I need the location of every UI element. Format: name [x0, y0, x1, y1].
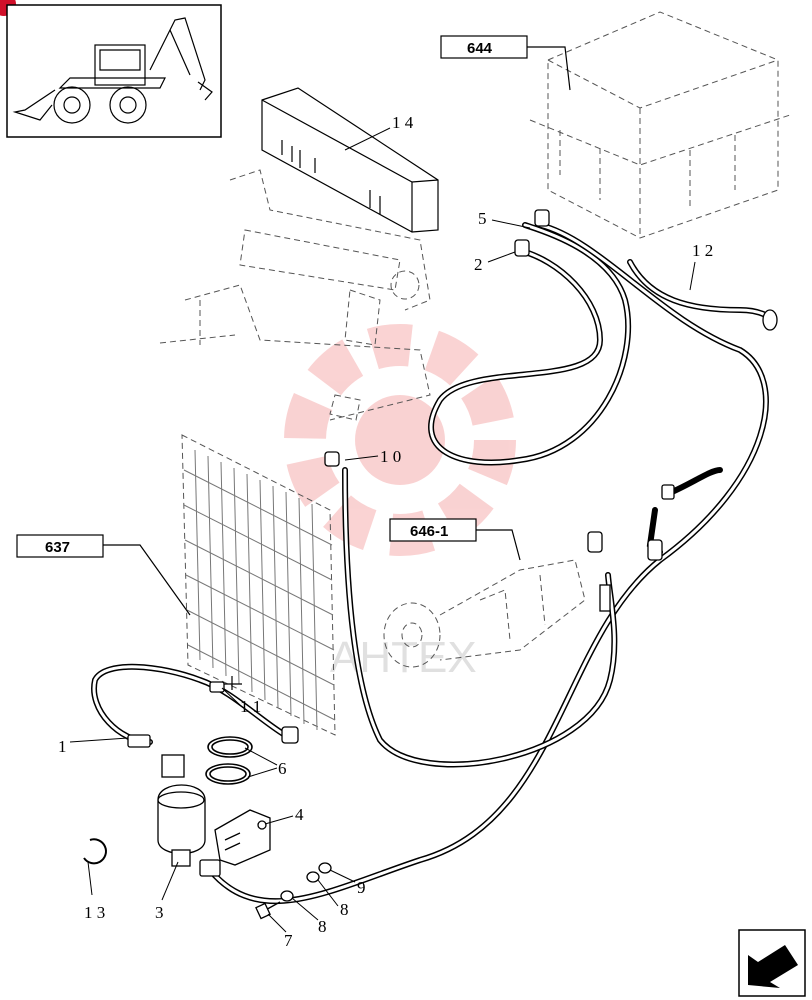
- hose-clamps-part: [205, 736, 253, 785]
- compressor-part: [383, 559, 586, 668]
- reference-label: 646-1: [410, 523, 448, 540]
- callout-8a: 8: [340, 900, 349, 919]
- callout-6: 6: [278, 759, 287, 778]
- condenser-part: [181, 434, 336, 736]
- snap-ring-part: [83, 838, 107, 865]
- callout-7: 7: [284, 931, 293, 950]
- callout-1: 1: [58, 737, 67, 756]
- callout-8b: 8: [318, 917, 327, 936]
- callout-13: 1 3: [84, 903, 105, 922]
- reference-box-637[interactable]: 637: [16, 534, 191, 616]
- watermark-gear-icon: [284, 324, 516, 556]
- reference-label: 637: [45, 539, 70, 556]
- callout-2: 2: [474, 255, 483, 274]
- callout-11: 1 1: [240, 697, 261, 716]
- reference-box-646-1[interactable]: 646-1: [389, 518, 521, 561]
- next-page-arrow-icon[interactable]: [738, 929, 806, 997]
- backhoe-loader-icon: [12, 17, 213, 124]
- machine-thumbnail: [6, 4, 222, 138]
- callout-4: 4: [295, 805, 304, 824]
- bracket-part: [214, 809, 271, 866]
- callout-12: 1 2: [692, 241, 713, 260]
- hose-fittings: [127, 209, 778, 877]
- cab-box-outline: [529, 11, 791, 239]
- foam-block-part: [261, 87, 439, 233]
- callout-9: 9: [357, 878, 366, 897]
- frame-outline: [159, 169, 431, 421]
- callout-5: 5: [478, 209, 487, 228]
- reference-label: 644: [467, 40, 493, 57]
- callout-10: 1 0: [380, 447, 401, 466]
- callout-14: 1 4: [392, 113, 414, 132]
- reference-box-644[interactable]: 644: [440, 35, 571, 91]
- hose-lines: [91, 222, 774, 905]
- receiver-drier-part: [157, 754, 206, 867]
- fastener-parts: [255, 862, 332, 920]
- callout-leaders: [69, 127, 696, 933]
- callout-3: 3: [155, 903, 164, 922]
